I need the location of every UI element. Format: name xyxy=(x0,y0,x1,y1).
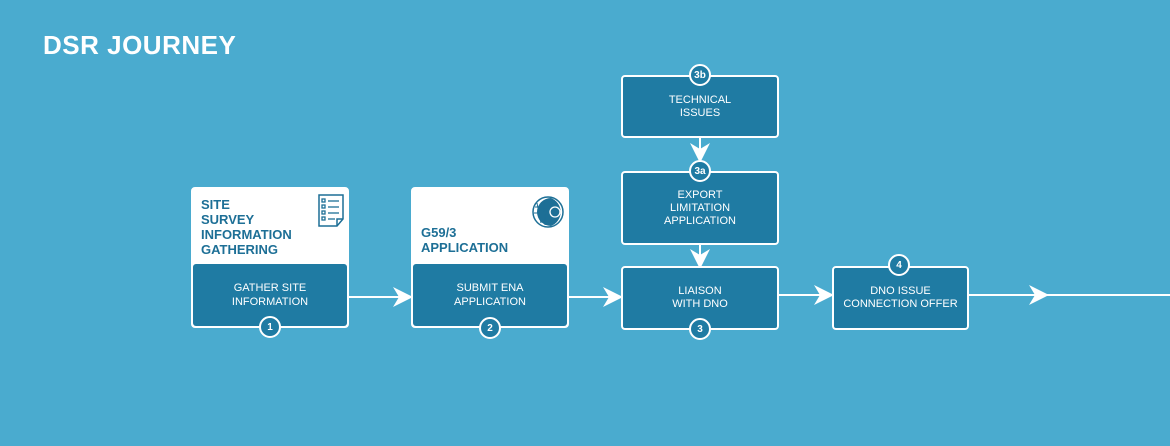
step-3-badge: 3 xyxy=(689,318,711,340)
step-3a-badge: 3a xyxy=(689,160,711,182)
step-3b-badge: 3b xyxy=(689,64,711,86)
step-3-box: LIAISON WITH DNO xyxy=(621,266,779,330)
step-2-card: G59/3 APPLICATION SUBMIT ENA APPLICATION xyxy=(411,187,569,328)
step-2-label: SUBMIT ENA APPLICATION xyxy=(413,264,567,326)
step-2-heading: G59/3 APPLICATION xyxy=(421,225,509,255)
step-1-heading: SITE SURVEY INFORMATION GATHERING xyxy=(201,197,292,257)
step-3a-box: EXPORT LIMITATION APPLICATION xyxy=(621,171,779,245)
checklist-document-icon xyxy=(318,194,344,227)
step-1-badge: 1 xyxy=(259,316,281,338)
page-title: DSR JOURNEY xyxy=(43,30,237,60)
globe-pylon-icon xyxy=(532,196,564,228)
step-4-box: DNO ISSUE CONNECTION OFFER xyxy=(832,266,969,330)
step-2-badge: 2 xyxy=(479,317,501,339)
step-1-card: SITE SURVEY INFORMATION GATHERING GATHER… xyxy=(191,187,349,328)
step-1-label: GATHER SITE INFORMATION xyxy=(193,264,347,326)
step-4-badge: 4 xyxy=(888,254,910,276)
